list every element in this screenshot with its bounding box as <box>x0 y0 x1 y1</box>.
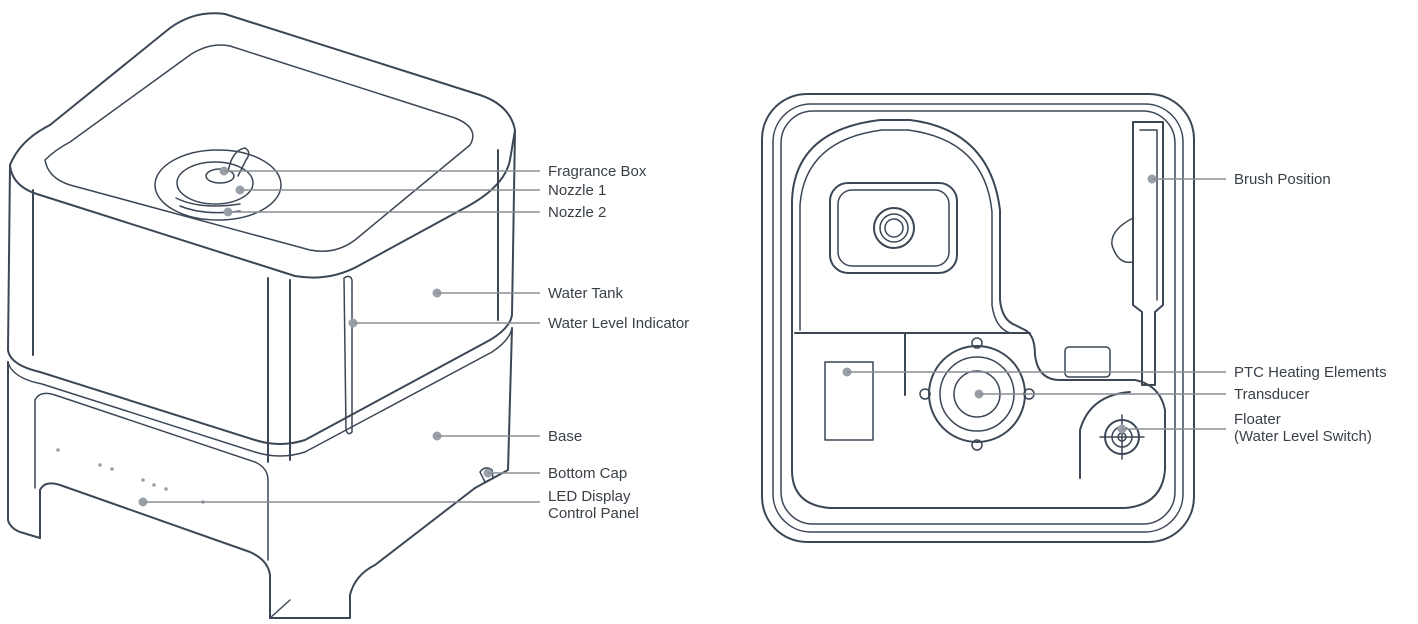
top-view-illustration <box>761 93 1195 543</box>
humidifier-illustration <box>7 12 516 619</box>
label-transducer: Transducer <box>1234 386 1309 403</box>
label-nozzle-1: Nozzle 1 <box>548 182 606 199</box>
left-callouts: Fragrance Box Nozzle 1 Nozzle 2 Water Ta… <box>138 163 689 522</box>
label-ptc-heating: PTC Heating Elements <box>1234 364 1387 381</box>
label-water-tank: Water Tank <box>548 285 624 302</box>
label-floater: Floater <box>1234 411 1281 428</box>
label-water-level-indicator: Water Level Indicator <box>548 315 689 332</box>
label-led-display: LED Display <box>548 488 631 505</box>
label-control-panel: Control Panel <box>548 505 639 522</box>
label-bottom-cap: Bottom Cap <box>548 465 627 482</box>
label-nozzle-2: Nozzle 2 <box>548 204 606 221</box>
label-fragrance-box: Fragrance Box <box>548 163 647 180</box>
right-callouts: Brush Position PTC Heating Elements Tran… <box>842 171 1387 445</box>
label-water-level-switch: (Water Level Switch) <box>1234 428 1372 445</box>
label-base: Base <box>548 428 582 445</box>
label-brush-position: Brush Position <box>1234 171 1331 188</box>
